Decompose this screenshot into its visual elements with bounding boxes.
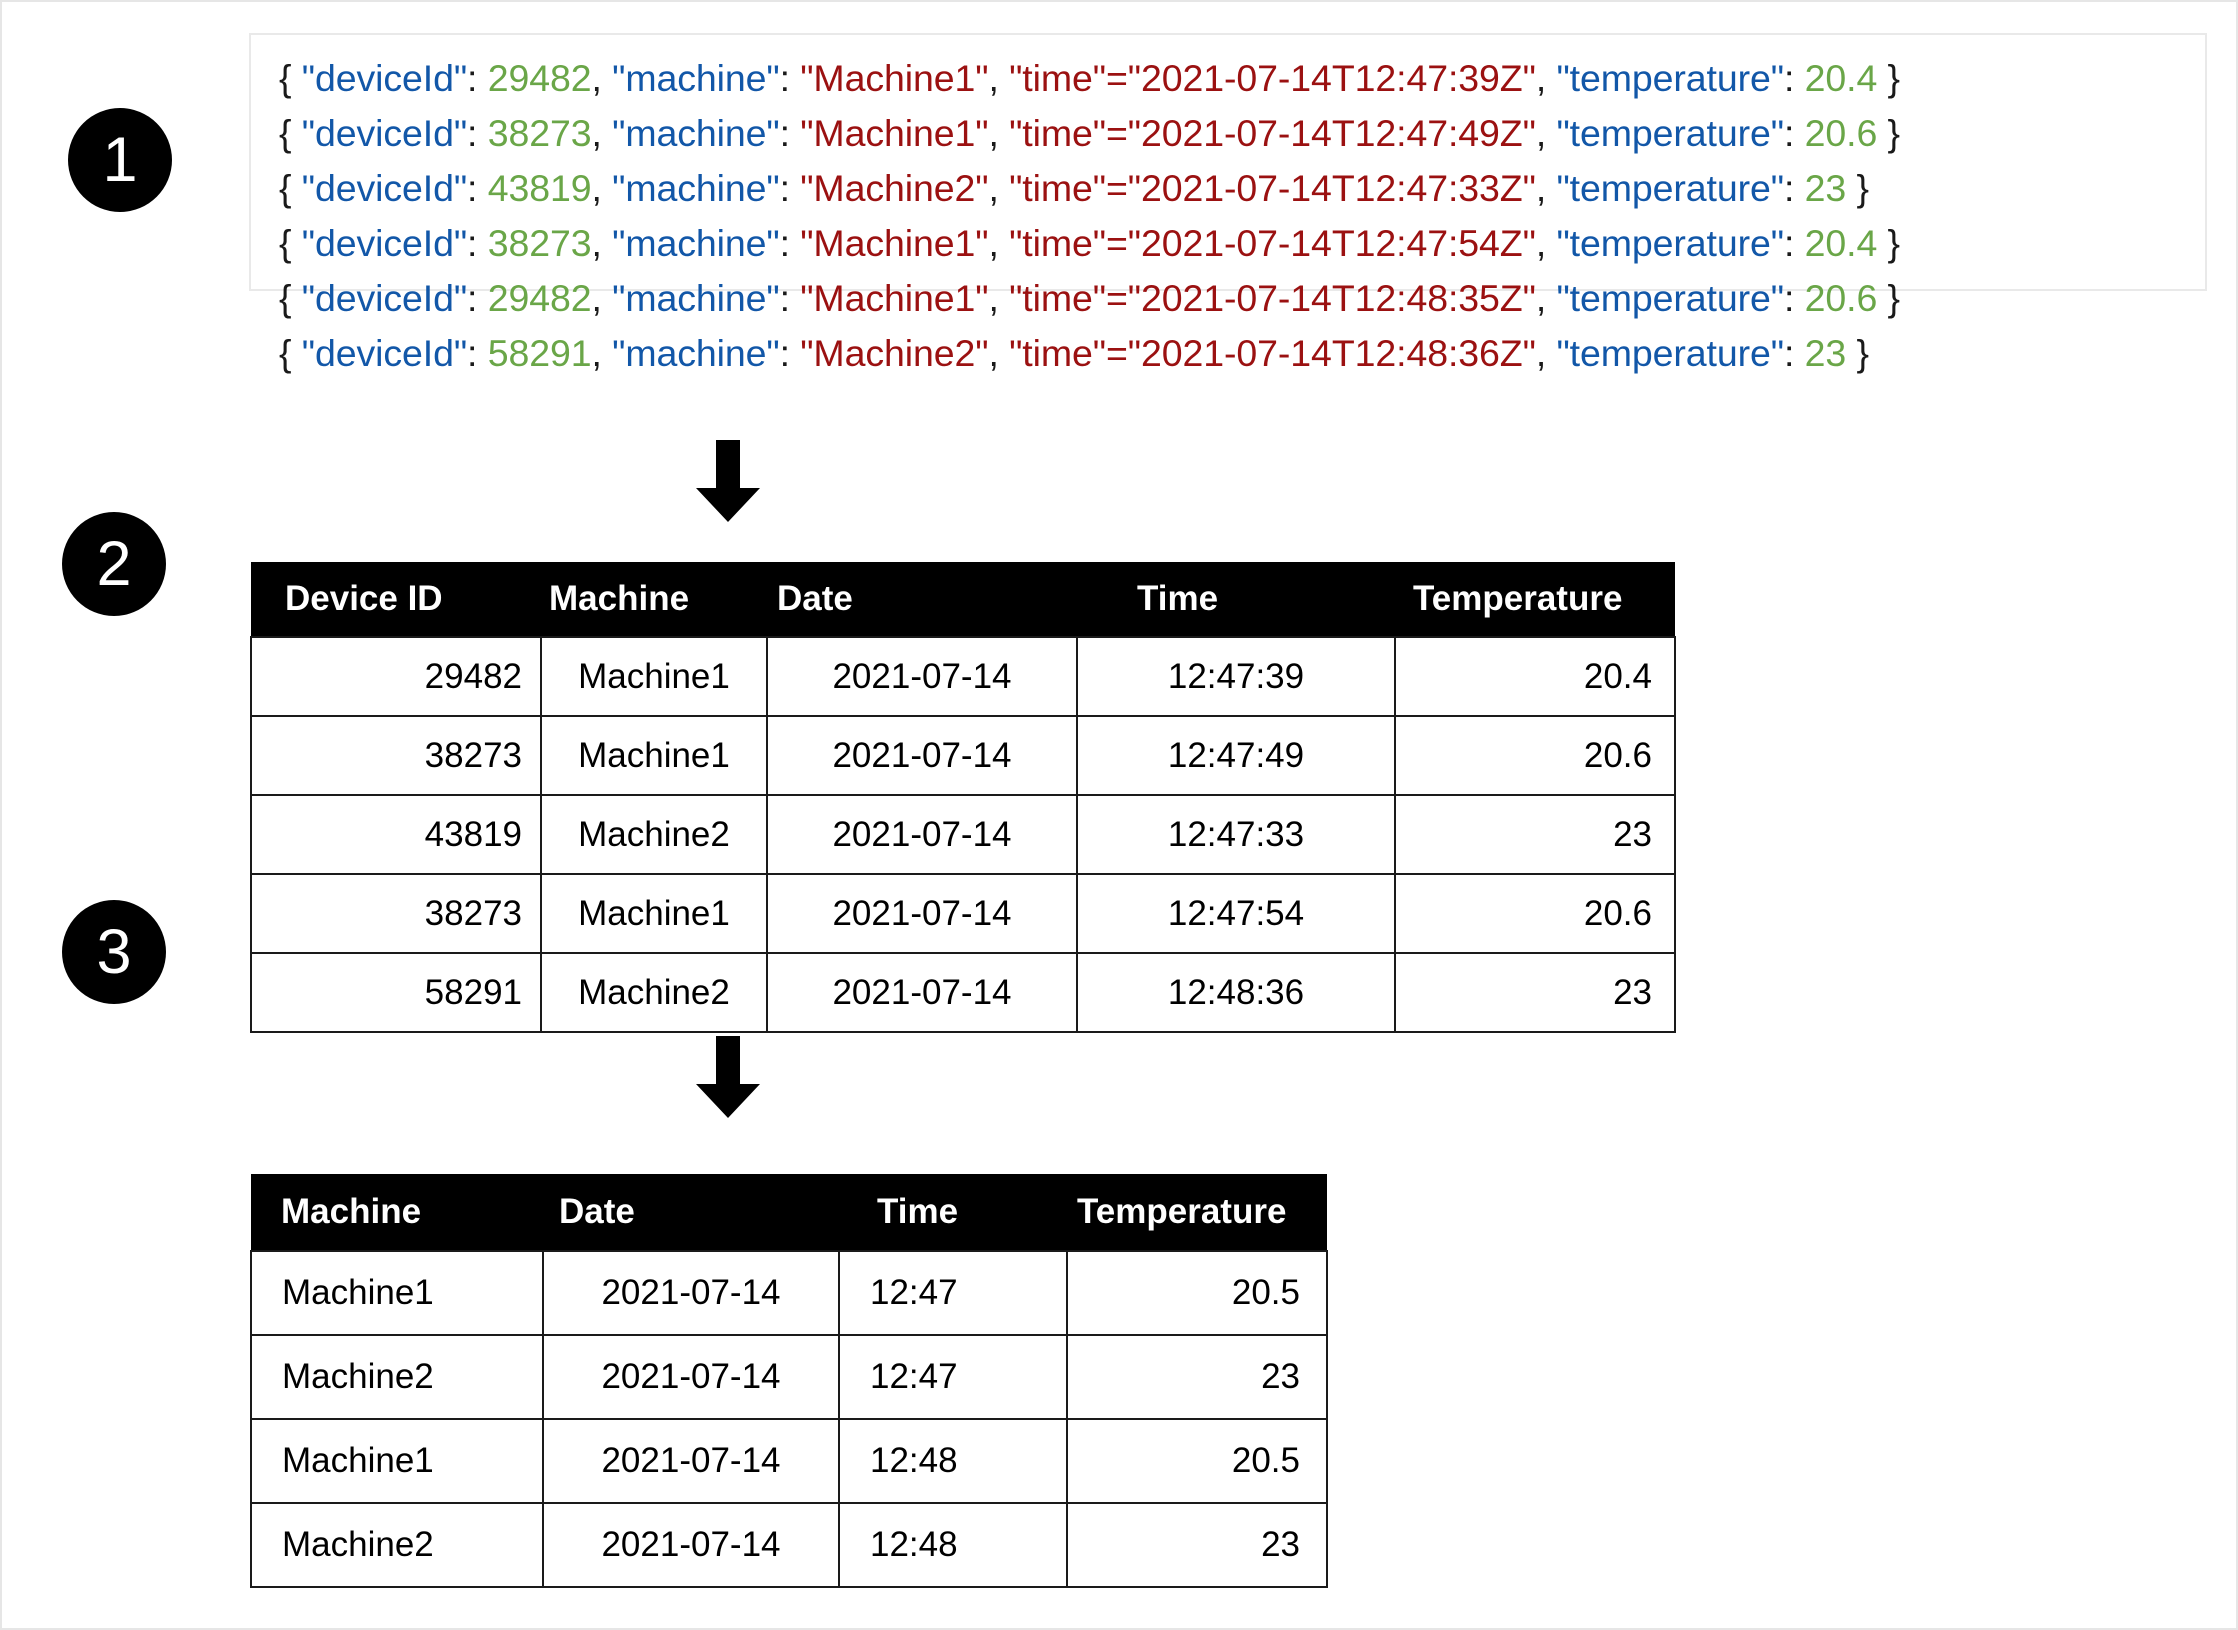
- cell-device-id: 58291: [250, 952, 542, 1033]
- cell-machine: Machine2: [250, 1502, 544, 1588]
- cell-time: 12:47: [838, 1334, 1068, 1420]
- cell-date: 2021-07-14: [766, 636, 1078, 717]
- down-arrow-icon-1: [690, 440, 766, 522]
- cell-date: 2021-07-14: [766, 952, 1078, 1033]
- cell-machine: Machine2: [540, 794, 768, 875]
- device-readings-table: Device ID Machine Date Time Temperature …: [250, 562, 1676, 1033]
- step-badge-3-label: 3: [96, 916, 132, 987]
- cell-time: 12:48: [838, 1502, 1068, 1588]
- column-header-temperature: Temperature: [1395, 562, 1675, 637]
- cell-device-id: 43819: [250, 794, 542, 875]
- cell-temperature: 20.6: [1394, 873, 1676, 954]
- table-header-row: Device ID Machine Date Time Temperature: [251, 562, 1675, 637]
- cell-date: 2021-07-14: [542, 1502, 840, 1588]
- column-header-date: Date: [543, 1174, 839, 1251]
- step-badge-2-label: 2: [96, 528, 132, 599]
- column-header-temperature: Temperature: [1067, 1174, 1327, 1251]
- cell-date: 2021-07-14: [766, 715, 1078, 796]
- table-header-row: Machine Date Time Temperature: [251, 1174, 1327, 1251]
- json-record-line: { "deviceId": 38273, "machine": "Machine…: [279, 222, 1900, 264]
- cell-machine: Machine1: [540, 715, 768, 796]
- cell-temperature: 20.6: [1394, 715, 1676, 796]
- cell-temperature: 23: [1066, 1502, 1328, 1588]
- cell-time: 12:47:39: [1076, 636, 1396, 717]
- cell-machine: Machine1: [250, 1250, 544, 1336]
- cell-date: 2021-07-14: [542, 1250, 840, 1336]
- cell-date: 2021-07-14: [766, 873, 1078, 954]
- step-badge-1-label: 1: [102, 124, 138, 195]
- cell-device-id: 29482: [250, 636, 542, 717]
- cell-date: 2021-07-14: [542, 1334, 840, 1420]
- step-badge-3: 3: [62, 900, 166, 1004]
- column-header-machine: Machine: [251, 1174, 543, 1251]
- cell-time: 12:47:49: [1076, 715, 1396, 796]
- cell-machine: Machine2: [540, 952, 768, 1033]
- cell-temperature: 20.5: [1066, 1418, 1328, 1504]
- cell-machine: Machine1: [250, 1418, 544, 1504]
- json-record-line: { "deviceId": 58291, "machine": "Machine…: [279, 332, 1869, 374]
- cell-time: 12:47:54: [1076, 873, 1396, 954]
- json-record-line: { "deviceId": 43819, "machine": "Machine…: [279, 167, 1869, 209]
- json-payload-panel: { "deviceId": 29482, "machine": "Machine…: [249, 33, 2207, 374]
- aggregated-readings-table-head: Machine Date Time Temperature: [251, 1174, 1327, 1251]
- device-readings-table-head: Device ID Machine Date Time Temperature: [251, 562, 1675, 637]
- cell-device-id: 38273: [250, 715, 542, 796]
- cell-time: 12:47: [838, 1250, 1068, 1336]
- cell-date: 2021-07-14: [542, 1418, 840, 1504]
- json-record-line: { "deviceId": 29482, "machine": "Machine…: [279, 277, 1900, 319]
- json-record-line: { "deviceId": 38273, "machine": "Machine…: [279, 112, 1900, 154]
- step-badge-2: 2: [62, 512, 166, 616]
- cell-time: 12:48: [838, 1418, 1068, 1504]
- cell-date: 2021-07-14: [766, 794, 1078, 875]
- cell-temperature: 23: [1394, 952, 1676, 1033]
- cell-time: 12:47:33: [1076, 794, 1396, 875]
- step-badge-1: 1: [68, 108, 172, 212]
- column-header-device-id: Device ID: [251, 562, 541, 637]
- cell-temperature: 23: [1394, 794, 1676, 875]
- cell-temperature: 20.5: [1066, 1250, 1328, 1336]
- json-record-line: { "deviceId": 29482, "machine": "Machine…: [279, 57, 1900, 99]
- cell-device-id: 38273: [250, 873, 542, 954]
- cell-machine: Machine1: [540, 873, 768, 954]
- column-header-date: Date: [767, 562, 1077, 637]
- json-line-list: { "deviceId": 29482, "machine": "Machine…: [279, 51, 2205, 381]
- column-header-machine: Machine: [541, 562, 767, 637]
- cell-temperature: 23: [1066, 1334, 1328, 1420]
- column-header-time: Time: [1077, 562, 1395, 637]
- cell-machine: Machine2: [250, 1334, 544, 1420]
- column-header-time: Time: [839, 1174, 1067, 1251]
- down-arrow-icon-2: [690, 1036, 766, 1118]
- cell-temperature: 20.4: [1394, 636, 1676, 717]
- cell-machine: Machine1: [540, 636, 768, 717]
- cell-time: 12:48:36: [1076, 952, 1396, 1033]
